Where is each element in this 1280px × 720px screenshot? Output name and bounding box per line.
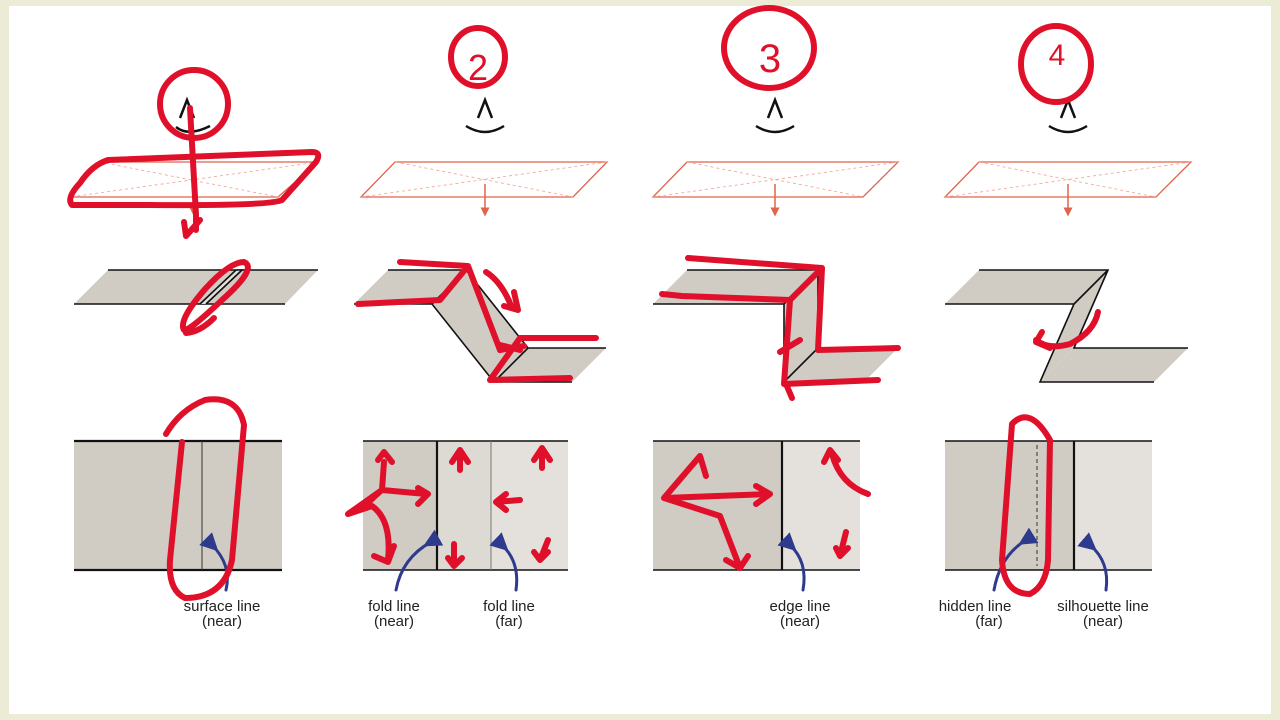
annotation-ellipse (163, 396, 247, 601)
picture-plane (943, 161, 1193, 198)
annotation-plane-outline (67, 149, 322, 209)
annotation-fold-trace (355, 259, 527, 353)
sheet-perspective (945, 269, 1188, 383)
label-fold-line-far: fold line (483, 598, 535, 615)
label-hidden-line-far: (far) (975, 613, 1003, 630)
pointer-arrow (1077, 532, 1109, 592)
sheet-perspective (74, 269, 318, 305)
annotation-fold-trace (487, 335, 599, 383)
label-fold-line-near: fold line (368, 598, 420, 615)
pointer-arrow (489, 532, 519, 592)
label-silhouette-line: silhouette line (1057, 598, 1149, 615)
annotation-arrow (181, 105, 203, 239)
handwritten-annotations: 2 3 4 (67, 5, 1101, 601)
annotation-curve-arrow (1033, 309, 1101, 351)
picture-plane (359, 161, 609, 198)
column-2: fold line (near) fold line (far) (354, 96, 609, 630)
annotation-arrows (821, 447, 871, 559)
annotation-number-2: 2 (468, 47, 488, 88)
annotation-circle (721, 5, 817, 91)
annotation-arrowheads (375, 449, 431, 507)
label-fold-line-near-sub: (near) (374, 613, 414, 630)
label-silhouette-line-near: (near) (1083, 613, 1123, 630)
label-hidden-line: hidden line (939, 598, 1012, 615)
label-edge-line: edge line (770, 598, 831, 615)
pointer-arrow (777, 532, 806, 592)
column-4: hidden line (far) silhouette line (near) (939, 96, 1193, 630)
annotation-arrows (345, 459, 429, 565)
picture-plane (651, 161, 900, 198)
annotation-arrows (445, 445, 553, 569)
label-fold-line-far-sub: (far) (495, 613, 523, 630)
viewer-eye-icon (755, 96, 795, 134)
annotation-circle (448, 25, 508, 89)
annotation-edge-trace (659, 255, 901, 401)
annotation-ellipse (999, 414, 1053, 597)
label-edge-line-near: (near) (780, 613, 820, 630)
sheet-perspective (653, 269, 898, 383)
annotation-number-4: 4 (1049, 39, 1066, 72)
label-surface-line: surface line (184, 598, 261, 615)
pointer-arrow (394, 529, 444, 592)
viewer-eye-icon (465, 96, 505, 134)
label-surface-line-near: (near) (202, 613, 242, 630)
annotation-circle (1018, 23, 1094, 105)
annotation-arrows (661, 453, 773, 571)
annotation-number-3: 3 (759, 37, 781, 81)
pointer-arrow (199, 532, 229, 592)
column-3: edge line (near) (651, 96, 900, 630)
sheet-front-view (363, 440, 568, 571)
sheet-perspective (354, 269, 606, 383)
annotation-loop (180, 259, 251, 336)
